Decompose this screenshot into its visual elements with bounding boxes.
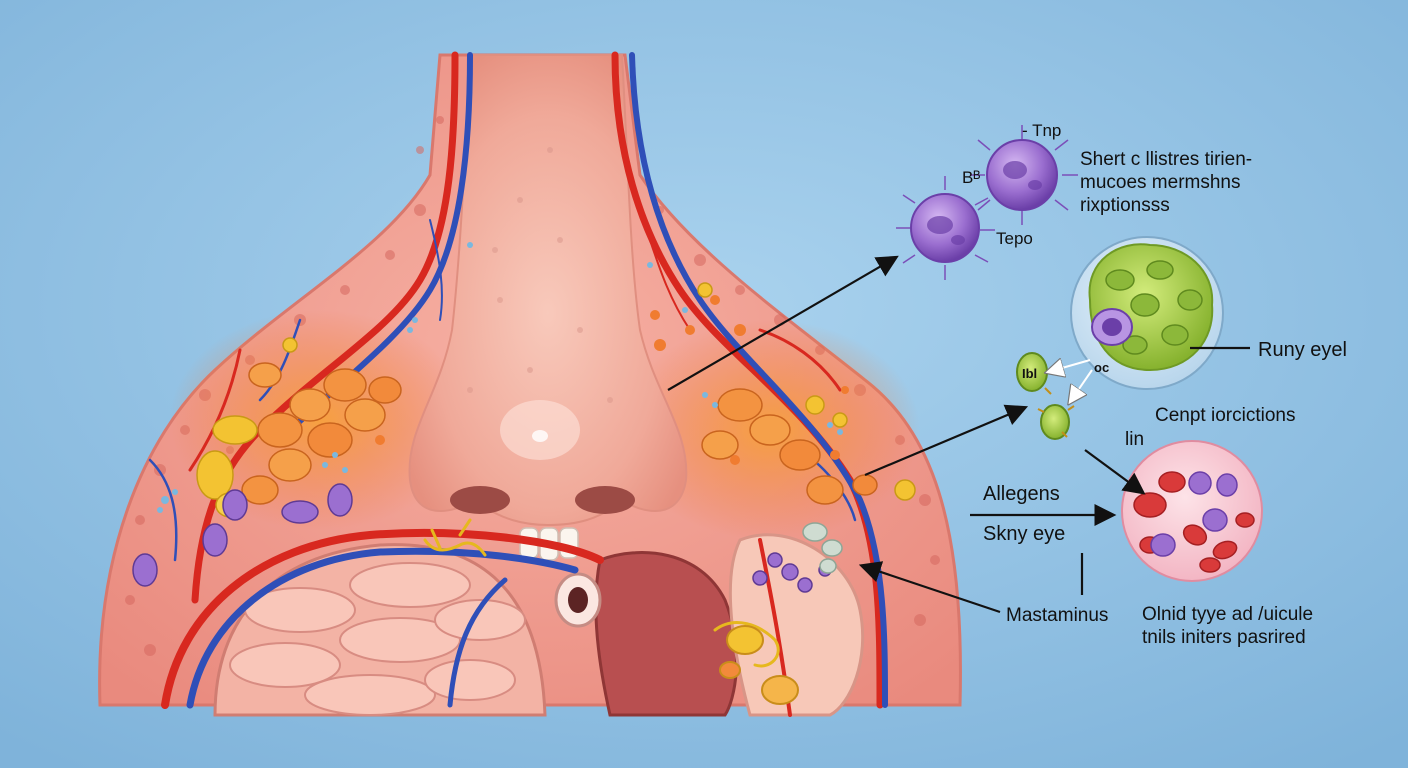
oc-label: oc bbox=[1094, 360, 1110, 375]
nose bbox=[408, 54, 688, 527]
inflamed-zone-left bbox=[170, 310, 470, 530]
fat-deposits-right bbox=[282, 282, 916, 501]
orange-droplets bbox=[375, 295, 849, 465]
description-line-2: mucoes mermshns bbox=[1080, 172, 1241, 194]
callout-arrows bbox=[667, 255, 1250, 614]
runy-eyel-label: Runy eyel bbox=[1258, 339, 1347, 361]
nerve-fibers bbox=[423, 518, 780, 668]
left-nostril bbox=[450, 486, 510, 514]
lin-label: lin bbox=[1125, 429, 1145, 450]
ibl-label: Ibl bbox=[1022, 366, 1038, 381]
inflamed-cells-left bbox=[241, 362, 402, 505]
mast-cell-cluster bbox=[802, 522, 843, 574]
description-line-3: rixptionsss bbox=[1080, 195, 1170, 217]
bottom-right-block: Olnid tyye ad /uicule tnils initers pasr… bbox=[1142, 603, 1313, 649]
purple-immune-cell-icon bbox=[896, 125, 1078, 280]
bottom-right-line-2: tnils initers pasrired bbox=[1142, 627, 1306, 649]
turbinates bbox=[229, 562, 526, 716]
white-arrows bbox=[1048, 360, 1093, 402]
tepo-label: Tepo bbox=[996, 229, 1033, 248]
right-nostril bbox=[575, 486, 635, 514]
skny-eye-label: Skny eye bbox=[983, 523, 1066, 545]
green-mast-cell-icon bbox=[1070, 236, 1224, 390]
bottom-right-line-1: Olnid tyye ad /uicule bbox=[1142, 604, 1314, 625]
description-line-1: Shert c llistres tirien- bbox=[1080, 149, 1253, 170]
lymph-nodes bbox=[719, 625, 799, 705]
small-green-cell-icon bbox=[1016, 352, 1075, 440]
tissue-immune-cells bbox=[132, 483, 832, 593]
description-block: Shert c llistres tirien- mucoes mermshns… bbox=[1080, 148, 1252, 218]
teeth bbox=[519, 527, 579, 561]
histamine-specks bbox=[157, 242, 843, 513]
allegens-label: Allegens bbox=[983, 483, 1060, 505]
b-tag: Bᴮ bbox=[962, 168, 981, 187]
cenpt-label: Cenpt iorcictions bbox=[1155, 405, 1296, 426]
top-cell-tag: - Tnp bbox=[1022, 121, 1062, 140]
mastaminus-label: Mastaminus bbox=[1006, 605, 1109, 626]
nose-pores bbox=[467, 147, 613, 403]
red-blood-cell-cluster-icon bbox=[1121, 440, 1263, 582]
